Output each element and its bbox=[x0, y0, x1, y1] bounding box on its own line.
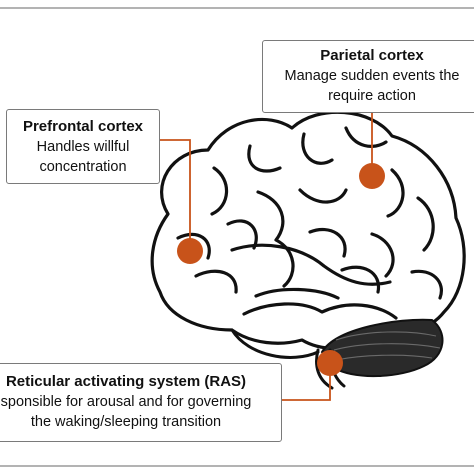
parietal-marker bbox=[359, 163, 385, 189]
ras-desc-line-2: the waking/sleeping transition bbox=[30, 414, 222, 430]
prefrontal-cortex-callout: Prefrontal cortex Handles willful concen… bbox=[6, 109, 160, 184]
parietal-cortex-callout: Parietal cortex Manage sudden events the… bbox=[262, 40, 474, 113]
ras-marker bbox=[317, 350, 343, 376]
prefrontal-cortex-desc-line-1: Handles willful bbox=[36, 139, 130, 155]
ras-callout: Reticular activating system (RAS) sponsi… bbox=[0, 363, 282, 442]
parietal-cortex-title: Parietal cortex bbox=[320, 47, 424, 64]
prefrontal-marker bbox=[177, 238, 203, 264]
cerebellum-folia bbox=[333, 331, 441, 361]
parietal-cortex-desc-line-1: Manage sudden events the bbox=[284, 68, 460, 84]
ras-title: Reticular activating system (RAS) bbox=[5, 373, 247, 390]
prefrontal-leader-line bbox=[160, 139, 191, 250]
ras-desc-line-1: sponsible for arousal and for governing bbox=[0, 394, 252, 410]
prefrontal-cortex-title: Prefrontal cortex bbox=[22, 118, 144, 135]
brain-outline bbox=[150, 110, 466, 350]
prefrontal-cortex-desc-line-2: concentration bbox=[39, 159, 127, 175]
temporal-fold bbox=[230, 328, 320, 359]
parietal-cortex-desc-line-2: require action bbox=[328, 88, 416, 104]
cerebellum bbox=[320, 318, 444, 377]
